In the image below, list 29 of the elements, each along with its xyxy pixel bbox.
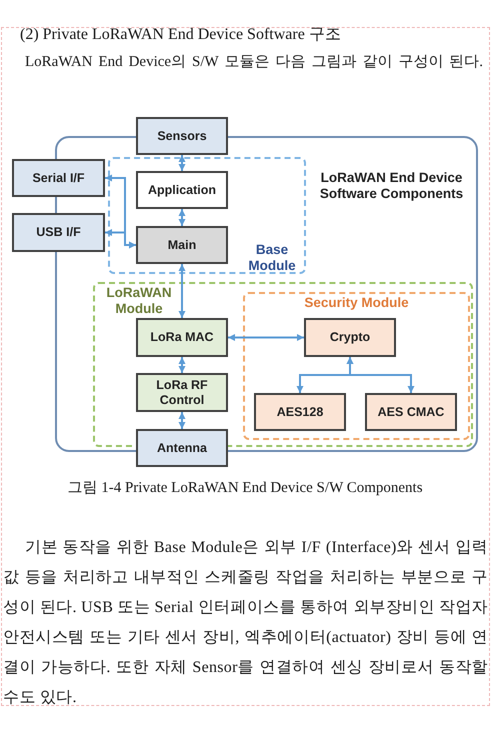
arrow (178, 357, 186, 373)
module-box: Application (136, 171, 228, 209)
arrow (178, 155, 186, 171)
arrow (178, 412, 186, 429)
region-title: Security Module (303, 295, 410, 311)
module-box: USB I/F (12, 213, 105, 252)
intro-sentence: LoRaWAN End Device의 S/W 모듈은 다음 그림과 같이 구성이 된다. (25, 53, 483, 71)
region-title: LoRaWAN Module (105, 285, 173, 317)
arrow (178, 209, 186, 226)
region-title: LoRaWAN End Device Software Components (318, 170, 464, 202)
section-heading: (2) Private LoRaWAN End Device Software 구조 (20, 26, 341, 44)
paragraph: 기본 동작을 위한 Base Module은 외부 I/F (Interface)와 센서 입력 값 등을 처리하고 내부적인 스케줄링 작업을 처리하는 부분으로 구성이 된다. USB 또는 Serial 인터페이스를 통하여 외부장비인 작업자 안전시스템 또는 기타 센서 장비, 엑추에이터(actuator) 장비 등에 연결이 가능하다. 또한 자체 Sensor를 연결하여 센싱 장비로서 동작할 수도 있다. (3, 538, 488, 708)
dashed-region (243, 292, 470, 440)
figure-caption: 그림 1-4 Private LoRaWAN End Device S/W Components (66, 479, 424, 497)
module-box: LoRa MAC (136, 318, 228, 357)
module-box: AES128 (254, 393, 346, 431)
dashed-region (108, 157, 306, 274)
module-box: Sensors (136, 117, 228, 155)
module-box: Crypto (304, 318, 396, 357)
arrow (228, 334, 304, 341)
arrow (346, 357, 414, 393)
module-box: LoRa RF Control (136, 373, 228, 412)
arrow (178, 264, 186, 318)
module-box: Antenna (136, 429, 228, 467)
module-box: Serial I/F (12, 159, 105, 197)
module-box: AES CMAC (365, 393, 457, 431)
region-title: Base Module (247, 242, 297, 274)
arrow (105, 229, 136, 248)
module-box: Main (136, 226, 228, 264)
